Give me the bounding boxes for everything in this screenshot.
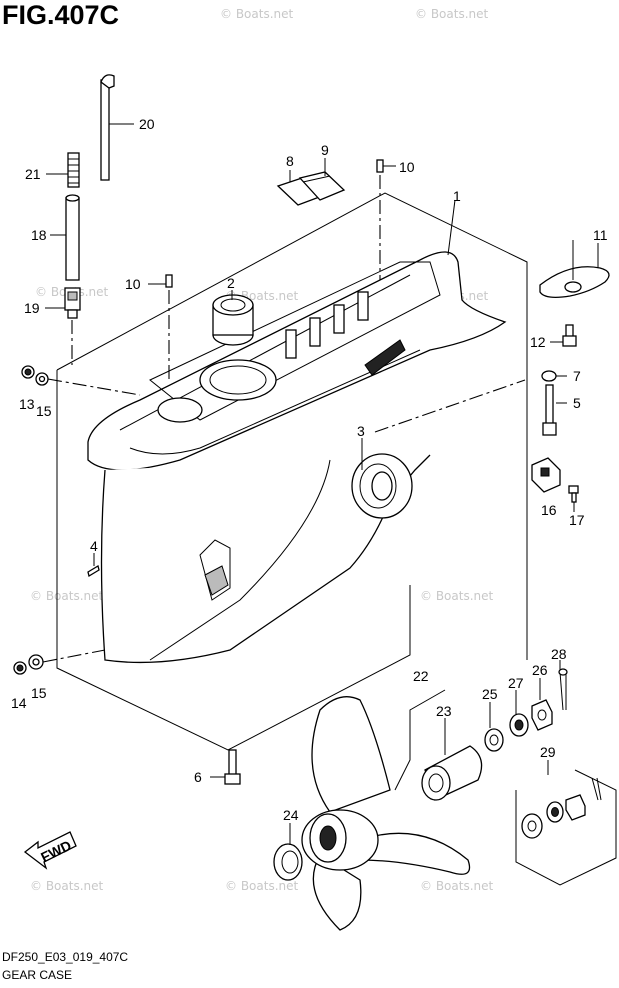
fwd-arrow-icon: FWD <box>23 831 77 870</box>
part-12-bolt <box>550 324 577 347</box>
watermark-text: © Boats.net <box>220 7 294 21</box>
part-labels: 1 2 3 4 5 6 7 8 9 10 10 11 12 13 14 15 1… <box>11 116 608 823</box>
part-25-28-hardware <box>484 660 568 752</box>
part-20-rod <box>100 74 134 181</box>
label-part-22: 22 <box>413 668 429 684</box>
label-part-10-a: 10 <box>125 276 141 292</box>
part-6-bolt <box>210 749 241 785</box>
label-part-12: 12 <box>530 334 546 350</box>
part-21-fitting <box>46 152 80 188</box>
part-14-plug <box>13 649 106 675</box>
diagram-caption: GEAR CASE <box>2 968 73 982</box>
part-2-bearing <box>212 290 254 346</box>
label-part-9: 9 <box>321 142 329 158</box>
label-part-10-b: 10 <box>399 159 415 175</box>
watermark-text: © Boats.net <box>30 589 104 603</box>
fwd-label: FWD <box>38 837 74 865</box>
label-part-3: 3 <box>357 423 365 439</box>
label-part-19: 19 <box>24 300 40 316</box>
part-19-connector <box>45 287 81 365</box>
part-8-9-anodes <box>276 158 346 206</box>
part-5-7-bolt-washer <box>541 370 567 436</box>
label-part-5: 5 <box>573 395 581 411</box>
part-24-washer <box>273 823 303 881</box>
label-part-15-b: 15 <box>31 685 47 701</box>
part-13-plug <box>21 365 141 396</box>
label-part-2: 2 <box>227 275 235 291</box>
part-11-trim-tab <box>539 240 610 298</box>
watermark-text: © Boats.net <box>420 879 494 893</box>
label-part-21: 21 <box>25 166 41 182</box>
part-29-kit <box>515 760 617 886</box>
label-part-7: 7 <box>573 368 581 384</box>
part-18-tube <box>50 194 80 281</box>
label-part-1: 1 <box>453 188 461 204</box>
part-3-seal <box>351 379 526 519</box>
label-part-4: 4 <box>90 538 98 554</box>
label-part-23: 23 <box>436 703 452 719</box>
part-23-bushing <box>421 718 483 801</box>
label-part-11: 11 <box>593 227 608 243</box>
label-part-8: 8 <box>286 153 294 169</box>
label-part-27: 27 <box>508 675 524 691</box>
part-4-pin <box>87 553 100 578</box>
label-part-16: 16 <box>541 502 557 518</box>
label-part-15-a: 15 <box>36 403 52 419</box>
part-16-17 <box>531 457 579 512</box>
label-part-14: 14 <box>11 695 27 711</box>
label-part-28: 28 <box>551 646 567 662</box>
assembly-frame <box>56 192 528 751</box>
label-part-26: 26 <box>532 662 548 678</box>
label-part-20: 20 <box>139 116 155 132</box>
part-1-gear-case[interactable] <box>87 199 507 664</box>
drawing-code: DF250_E03_019_407C <box>2 950 129 964</box>
figure-title: FIG.407C <box>2 0 120 30</box>
watermark-text: © Boats.net <box>225 879 299 893</box>
label-part-18: 18 <box>31 227 47 243</box>
watermark-text: © Boats.net <box>415 7 489 21</box>
label-part-25: 25 <box>482 686 498 702</box>
watermark-text: © Boats.net <box>420 589 494 603</box>
part-22-propeller[interactable] <box>301 689 471 931</box>
label-part-24: 24 <box>283 807 299 823</box>
watermark-text: © Boats.net <box>30 879 104 893</box>
label-part-17: 17 <box>569 512 585 528</box>
label-part-6: 6 <box>194 769 202 785</box>
label-part-29: 29 <box>540 744 556 760</box>
label-part-13: 13 <box>19 396 35 412</box>
